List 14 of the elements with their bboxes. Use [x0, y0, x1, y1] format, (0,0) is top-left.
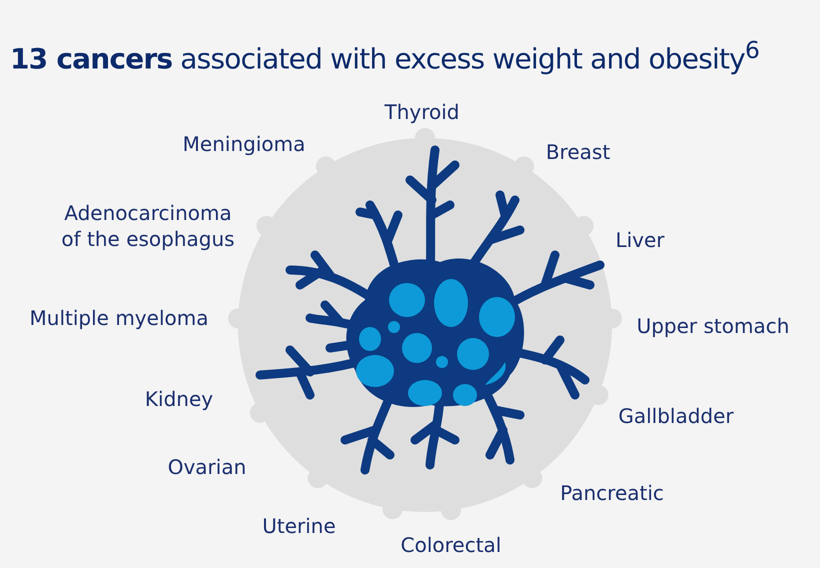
cancer-type-label: Ovarian: [168, 454, 246, 480]
cancer-type-label: Pancreatic: [560, 480, 664, 506]
cancer-type-label: Uterine: [262, 513, 336, 539]
cancer-type-label: Breast: [546, 139, 610, 165]
cancer-type-label: Colorectal: [400, 532, 502, 558]
cancer-type-label: Upper stomach: [636, 313, 790, 339]
cancer-type-label: Gallbladder: [618, 403, 734, 429]
cancer-type-label: Thyroid: [384, 99, 460, 125]
cancer-type-label: Liver: [615, 227, 665, 253]
title: 13 cancers associated with excess weight and obesity$^{6}$: [10, 36, 759, 76]
cancer-type-label: Multiple myeloma: [30, 305, 208, 331]
cancer-type-label: Kidney: [144, 386, 214, 412]
cancer-type-label: Meningioma: [182, 131, 306, 157]
cancer-type-label: Adenocarcinoma of the esophagus: [60, 200, 236, 252]
